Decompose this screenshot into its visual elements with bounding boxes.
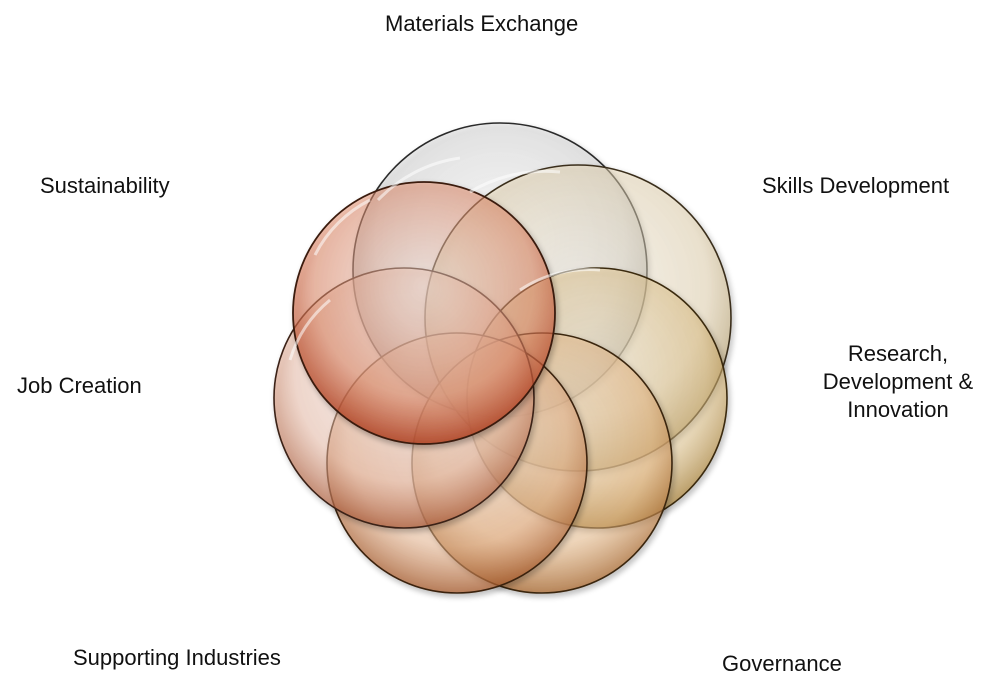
label-research-development-innovation: Research, Development & Innovation <box>800 340 996 424</box>
label-rdi-line-3: Innovation <box>847 397 949 422</box>
gloss-highlights <box>288 156 601 361</box>
label-materials-exchange: Materials Exchange <box>385 11 579 36</box>
label-skills-development: Skills Development <box>762 173 950 198</box>
circle-sustainability <box>292 181 556 445</box>
label-supporting-industries: Supporting Industries <box>73 645 281 670</box>
label-job-creation: Job Creation <box>17 373 142 398</box>
label-rdi-line-1: Research, <box>847 341 949 366</box>
label-rdi-line-2: Development & <box>822 369 974 394</box>
label-sustainability: Sustainability <box>40 173 170 198</box>
label-governance: Governance <box>722 651 842 676</box>
